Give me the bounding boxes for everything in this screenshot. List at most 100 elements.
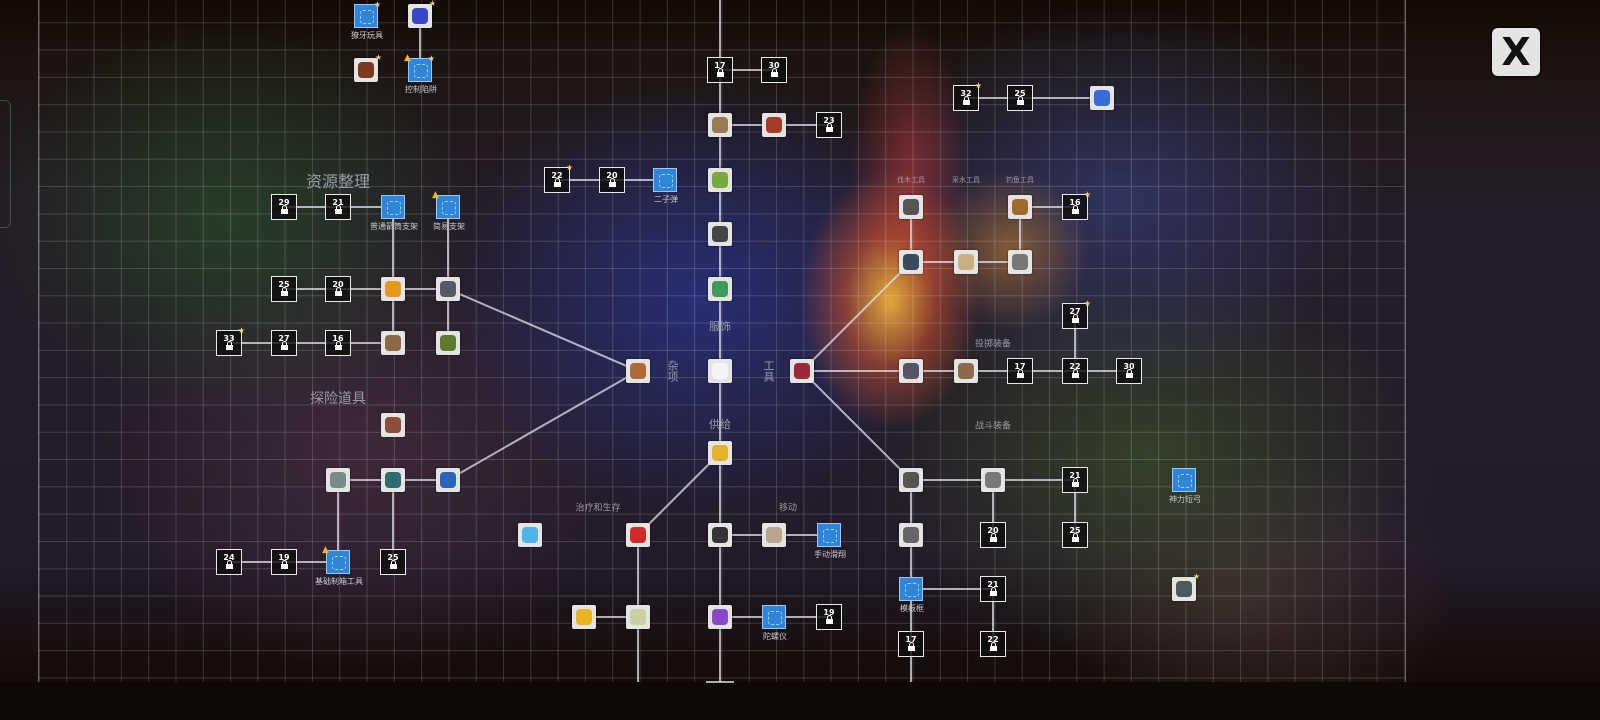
item-node[interactable]	[381, 413, 405, 437]
blueprint-node[interactable]: ★▲控制陷阱	[404, 53, 437, 94]
required-level: 20	[606, 171, 618, 180]
locked-node[interactable]: 20	[980, 522, 1006, 548]
required-level: 17	[714, 61, 726, 70]
item-node[interactable]	[436, 331, 460, 355]
item-node[interactable]	[572, 605, 596, 629]
locked-node[interactable]: 20	[325, 276, 351, 302]
item-node[interactable]: ★	[1172, 573, 1200, 601]
lock-icon	[1016, 96, 1024, 105]
locked-node[interactable]: 30	[761, 57, 787, 83]
blueprint-node[interactable]: ★獠牙玩具	[351, 1, 383, 41]
item-node[interactable]	[381, 277, 405, 301]
item-node[interactable]	[708, 523, 732, 547]
sickle-icon	[903, 472, 919, 488]
fang-toy-blueprint-icon	[360, 10, 374, 24]
locked-node[interactable]: 17	[898, 631, 924, 657]
item-node[interactable]	[708, 168, 732, 192]
item-node[interactable]	[708, 359, 732, 383]
lock-icon	[1071, 369, 1079, 378]
item-node[interactable]	[899, 195, 923, 219]
item-node[interactable]	[762, 523, 786, 547]
item-node[interactable]	[626, 605, 650, 629]
locked-node[interactable]: 17	[707, 57, 733, 83]
item-node[interactable]	[762, 113, 786, 137]
locked-node[interactable]: 24	[216, 549, 242, 575]
item-node[interactable]	[381, 468, 405, 492]
helmet-icon	[440, 281, 456, 297]
blueprint-node[interactable]: 二子弹	[653, 168, 678, 204]
locked-node[interactable]: 19	[816, 604, 842, 630]
item-node[interactable]	[1008, 195, 1032, 219]
locked-node[interactable]: 17	[1007, 358, 1033, 384]
item-node[interactable]	[518, 523, 542, 547]
locked-node[interactable]: 22★	[544, 164, 573, 193]
lock-icon	[280, 560, 288, 569]
item-node[interactable]	[1090, 86, 1114, 110]
locked-node[interactable]: 29	[271, 194, 297, 220]
blueprint-node[interactable]: ▲基础制箱工具	[315, 545, 363, 586]
locked-node[interactable]: 25	[1007, 85, 1033, 111]
required-level: 17	[1014, 362, 1026, 371]
item-node[interactable]	[381, 331, 405, 355]
item-node[interactable]	[326, 468, 350, 492]
locked-node[interactable]: 30	[1116, 358, 1142, 384]
item-node[interactable]	[954, 250, 978, 274]
item-node[interactable]	[708, 277, 732, 301]
blueprint-node[interactable]: 普通箭筒支架	[370, 195, 418, 231]
locked-node[interactable]: 22	[980, 631, 1006, 657]
locked-node[interactable]: 25	[1062, 522, 1088, 548]
blueprint-node[interactable]: 模板框	[899, 577, 924, 613]
item-node[interactable]	[708, 441, 732, 465]
paper-icon	[630, 609, 646, 625]
locked-node[interactable]: 21	[325, 194, 351, 220]
item-node[interactable]	[708, 605, 732, 629]
item-node[interactable]	[436, 277, 460, 301]
item-node[interactable]	[899, 468, 923, 492]
locked-node[interactable]: 32★	[953, 82, 982, 111]
blueprint-node[interactable]: 神力短弓	[1169, 468, 1201, 504]
locked-node[interactable]: 21	[1062, 467, 1088, 493]
item-node[interactable]	[954, 359, 978, 383]
item-node[interactable]	[626, 359, 650, 383]
locked-node[interactable]: 23	[816, 112, 842, 138]
lock-icon	[989, 642, 997, 651]
star-icon: ★	[1083, 190, 1091, 199]
locked-node[interactable]: 22	[1062, 358, 1088, 384]
locked-node[interactable]: 16	[325, 330, 351, 356]
lock-icon	[280, 287, 288, 296]
item-node[interactable]	[1008, 250, 1032, 274]
glove-icon	[712, 363, 728, 379]
locked-node[interactable]: 27★	[1062, 300, 1091, 329]
side-tab[interactable]	[0, 100, 11, 228]
blueprint-node[interactable]: ▲简易支架	[432, 190, 465, 231]
item-node[interactable]	[626, 523, 650, 547]
item-node[interactable]	[436, 468, 460, 492]
locked-node[interactable]: 16★	[1062, 190, 1091, 220]
item-node[interactable]	[899, 523, 923, 547]
item-node[interactable]	[899, 250, 923, 274]
item-node[interactable]	[708, 113, 732, 137]
close-button[interactable]: X	[1492, 28, 1540, 76]
dice-icon	[903, 527, 919, 543]
ration-bar-icon	[712, 445, 728, 461]
item-node[interactable]	[790, 359, 814, 383]
crystal-icon	[522, 527, 538, 543]
star-icon: ★	[374, 53, 382, 62]
locked-node[interactable]: 19	[271, 549, 297, 575]
arrow-holder-blueprint-icon	[387, 201, 401, 215]
item-node[interactable]: ★	[408, 0, 436, 28]
locked-node[interactable]: 25	[271, 276, 297, 302]
blueprint-node[interactable]: 手动滑翔	[814, 523, 846, 559]
locked-node[interactable]: 27	[271, 330, 297, 356]
item-node[interactable]	[981, 468, 1005, 492]
blueprint-node[interactable]: 陀螺仪	[762, 605, 787, 641]
item-node[interactable]	[708, 222, 732, 246]
item-node[interactable]: ★	[354, 54, 382, 82]
category-label-healing: 治疗和生存	[575, 503, 621, 514]
locked-node[interactable]: 21	[980, 576, 1006, 602]
required-level: 22	[551, 171, 563, 180]
locked-node[interactable]: 20	[599, 167, 625, 193]
locked-node[interactable]: 33★	[216, 327, 245, 356]
locked-node[interactable]: 25	[380, 549, 406, 575]
item-node[interactable]	[899, 359, 923, 383]
